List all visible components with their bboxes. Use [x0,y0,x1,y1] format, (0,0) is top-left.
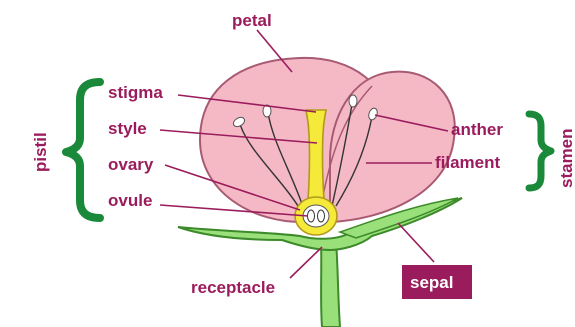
stamen-bracket [529,114,551,188]
ovule-shape [318,210,325,222]
pistil-style-shape [306,110,326,200]
stem [321,240,340,327]
leader-line-sepal [398,223,434,262]
label-stamen: stamen [557,128,575,188]
label-ovule: ovule [108,191,152,210]
label-pistil: pistil [31,132,50,172]
label-receptacle: receptacle [191,278,275,297]
label-filament: filament [435,153,501,172]
pistil-bracket [66,82,100,218]
leader-line-receptacle [290,247,322,278]
anther [349,95,357,107]
ovule-shape [308,210,315,222]
label-petal: petal [232,11,272,30]
label-anther: anther [451,120,503,139]
label-sepal: sepal [410,273,453,292]
label-stigma: stigma [108,83,163,102]
label-ovary: ovary [108,155,154,174]
label-style: style [108,119,147,138]
